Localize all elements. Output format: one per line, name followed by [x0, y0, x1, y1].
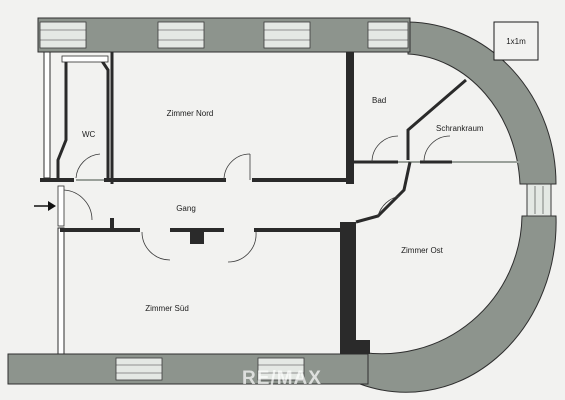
- wc-partition: [56, 62, 68, 180]
- room-label-gang: Gang: [176, 204, 196, 213]
- south-windows: [115, 357, 305, 381]
- west-wall-north: [43, 51, 51, 179]
- room-label-schrankraum: Schrankraum: [436, 124, 484, 133]
- entrance-arrow-icon: [34, 201, 56, 211]
- watermark: RE/MAX: [242, 368, 322, 389]
- room-label-zimmer-sued: Zimmer Süd: [145, 304, 189, 313]
- door-zimmer-ost: [377, 195, 401, 217]
- north-wall: [37, 17, 411, 53]
- door-bad: [371, 135, 399, 163]
- curved-outer-wall: [407, 21, 557, 185]
- curved-outer-wall-south: [359, 215, 557, 393]
- door-wc: [75, 153, 101, 179]
- room-label-bad: Bad: [372, 96, 386, 105]
- window-east: [526, 183, 552, 217]
- room-label-zimmer-ost: Zimmer Ost: [401, 246, 444, 255]
- door-zimmer-sued-2: [227, 231, 257, 263]
- south-wall: [7, 353, 369, 385]
- room-label-zimmer-nord: Zimmer Nord: [167, 109, 214, 118]
- west-wall-south: [57, 227, 65, 355]
- door-zimmer-sued-1: [141, 231, 171, 261]
- schrankraum-diagonal-wall: [406, 78, 467, 160]
- room-label-wc: WC: [82, 130, 96, 139]
- door-entrance: [63, 189, 93, 221]
- door-zimmer-nord: [223, 153, 251, 181]
- scale-label: 1x1m: [506, 37, 526, 46]
- door-schrankraum: [423, 135, 451, 163]
- north-windows: [39, 21, 409, 49]
- scale-box: [493, 21, 539, 61]
